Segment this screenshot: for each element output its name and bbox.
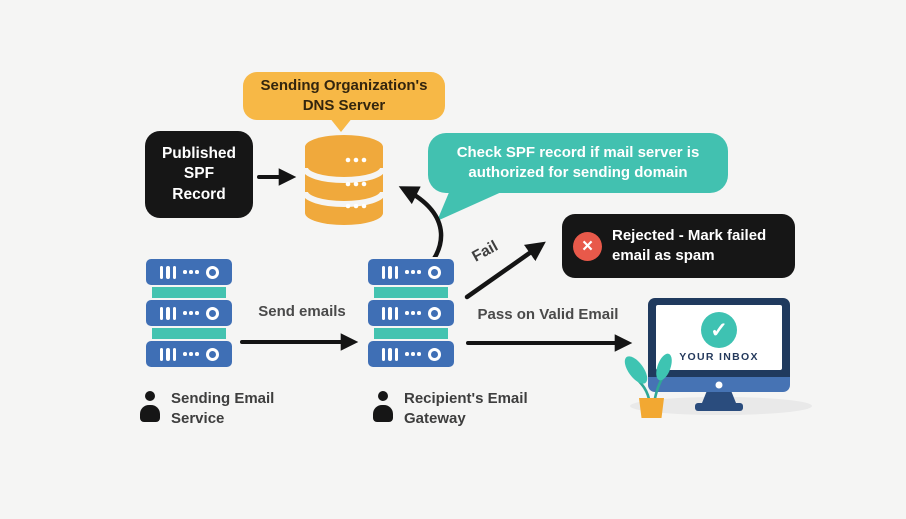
server-bars-icon	[159, 265, 176, 279]
server-ring-icon	[427, 306, 441, 320]
monitor-frame: ✓ YOUR INBOX	[648, 298, 790, 377]
monitor-stand-base	[695, 403, 743, 411]
dns-server-label: Sending Organization's DNS Server	[243, 72, 445, 120]
server-icon	[366, 257, 456, 287]
camera-dot-icon	[715, 381, 723, 388]
server-icon	[366, 298, 456, 328]
x-circle-icon: ×	[573, 231, 602, 261]
your-inbox-label: YOUR INBOX	[679, 351, 759, 363]
server-dots-icon	[405, 311, 421, 315]
person-icon	[140, 391, 160, 422]
server-bars-icon	[159, 306, 176, 320]
pass-valid-email-label: Pass on Valid Email	[477, 306, 619, 323]
check-mark: ✓	[710, 318, 728, 342]
monitor-bezel	[648, 377, 790, 392]
server-ring-icon	[205, 347, 219, 361]
send-emails-label: Send emails	[258, 303, 346, 320]
server-icon	[144, 257, 234, 287]
server-dots-icon	[183, 270, 199, 274]
server-dots-icon	[405, 352, 421, 356]
caption-text: Sending Email Service	[171, 390, 275, 428]
server-bars-icon	[381, 265, 398, 279]
server-icon	[144, 298, 234, 328]
server-dots-icon	[183, 352, 199, 356]
x-mark: ×	[581, 235, 594, 257]
caption-text: Recipient's Email Gateway	[404, 390, 528, 428]
rejected-text: Rejected - Mark failed email as spam	[612, 226, 767, 264]
monitor-screen: ✓ YOUR INBOX	[656, 305, 782, 370]
check-spf-bubble: Check SPF record if mail server is autho…	[428, 133, 728, 193]
server-icon	[366, 339, 456, 369]
check-circle-icon: ✓	[701, 312, 737, 348]
server-ring-icon	[205, 306, 219, 320]
plant-icon	[624, 353, 672, 418]
server-bars-icon	[159, 347, 176, 361]
server-ring-icon	[427, 347, 441, 361]
published-spf-record-box: Published SPF Record	[145, 131, 253, 218]
sending-email-service-caption: Sending Email Service	[140, 389, 274, 430]
server-dots-icon	[405, 270, 421, 274]
fail-label: Fail	[469, 237, 501, 266]
bubble-tail	[437, 190, 506, 221]
server-icon	[144, 339, 234, 369]
monitor-icon: ✓ YOUR INBOX	[648, 298, 790, 411]
server-bars-icon	[381, 347, 398, 361]
monitor-stand-neck	[702, 392, 736, 403]
rejected-box: × Rejected - Mark failed email as spam	[562, 214, 795, 278]
server-ring-icon	[205, 265, 219, 279]
sending-server-stack	[144, 257, 234, 369]
recipient-gateway-caption: Recipient's Email Gateway	[373, 389, 528, 430]
recipient-server-stack	[366, 257, 456, 369]
database-icon	[303, 135, 385, 225]
server-dots-icon	[183, 311, 199, 315]
person-icon	[373, 391, 393, 422]
server-ring-icon	[427, 265, 441, 279]
server-bars-icon	[381, 306, 398, 320]
